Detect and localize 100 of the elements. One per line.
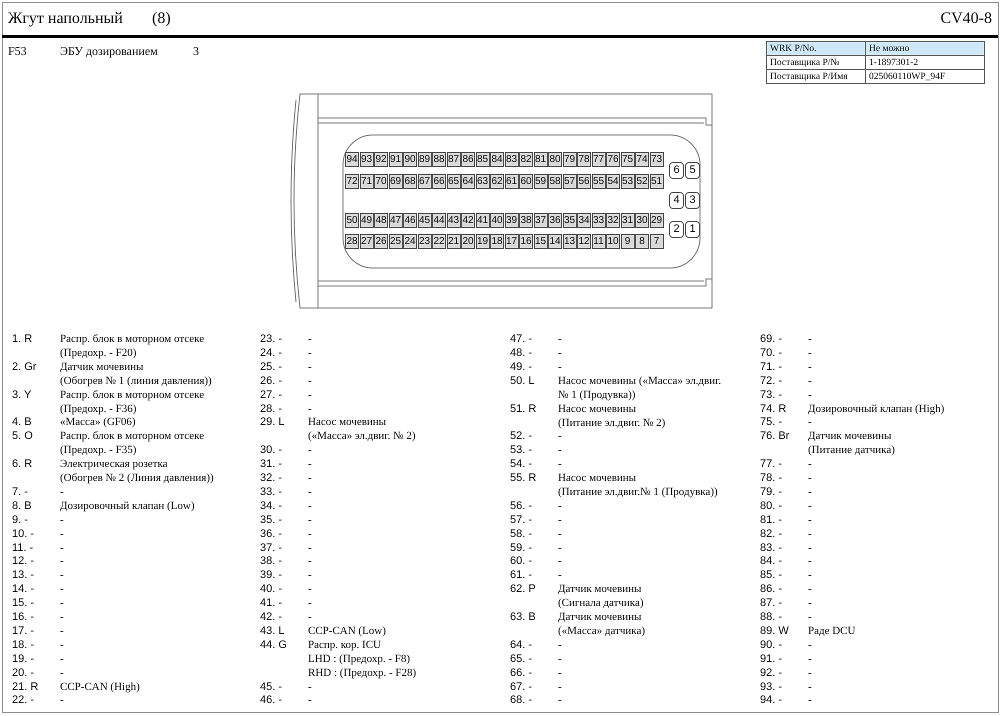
pin-description: RHD : (Предохр. - F28) (308, 666, 416, 680)
pin-number: 33. - (260, 484, 282, 499)
pin-description: - (308, 360, 312, 374)
pin-description: - (60, 693, 64, 708)
connector-pin: 75 (620, 152, 634, 167)
pin-number: 85. - (760, 568, 782, 582)
pin-number: 67. - (510, 680, 532, 694)
pin-description: - (808, 680, 812, 694)
pin-number: 30. - (260, 443, 282, 458)
pin-description: - (308, 554, 312, 568)
pin-number: 12. - (12, 554, 34, 568)
pin-number: 10. - (12, 526, 34, 541)
connector-pin: 24 (403, 234, 417, 249)
pin-description: - (558, 554, 562, 568)
pin-description: - (558, 680, 562, 694)
pin-number: 77. - (760, 457, 782, 472)
pin-description: - (308, 498, 312, 513)
pin-description: - (808, 540, 812, 554)
connector-pin: 72 (345, 174, 359, 189)
connector-pin: 29 (650, 213, 664, 228)
table-cell: 1-1897301-2 (866, 56, 984, 70)
table-cell: 025060110WP_94F (866, 70, 984, 84)
pin-number: 47. - (510, 332, 532, 346)
connector-pin: 69 (388, 174, 402, 189)
pin-number: 42. - (260, 610, 282, 624)
connector-pin: 27 (360, 234, 374, 249)
connector-pin: 91 (388, 152, 402, 167)
pin-number: 46. - (260, 693, 282, 708)
pin-number: 20. - (12, 666, 34, 680)
pin-description: - (808, 457, 812, 472)
connector-pin: 55 (592, 174, 606, 189)
pin-description: - (308, 596, 312, 610)
connector-pin: 58 (548, 174, 562, 189)
connector-pin: 93 (360, 152, 374, 167)
pin-description: - (808, 498, 812, 513)
pin-description: - (60, 624, 64, 638)
pin-number: 56. - (510, 498, 532, 513)
connector-pin: 28 (345, 234, 359, 249)
connector-pin: 68 (403, 174, 417, 189)
connector-pin: 31 (620, 213, 634, 228)
connector-pin: 90 (403, 152, 417, 167)
connector-pin: 88 (432, 152, 446, 167)
connector-pin: 63 (476, 174, 490, 189)
connector-pin: 54 (606, 174, 620, 189)
connector-pin: 78 (577, 152, 591, 167)
pin-number: 29. L (260, 415, 284, 430)
connector-pin: 60 (519, 174, 533, 189)
connector-pin: 39 (504, 213, 518, 228)
pin-number: 75. - (760, 415, 782, 430)
pin-number: 93. - (760, 680, 782, 694)
pin-number: 49. - (510, 360, 532, 374)
pin-number: 57. - (510, 512, 532, 527)
pin-description: - (808, 568, 812, 582)
pin-number: 64. - (510, 638, 532, 652)
pin-number: 15. - (12, 596, 34, 610)
pin-description: Распр. блок в моторном отсеке (Предохр. - F20) (60, 332, 204, 360)
pin-number: 84. - (760, 554, 782, 568)
pin-number: 11. - (12, 540, 34, 554)
pin-description: Датчик мочевины («Масса» датчика) (558, 610, 646, 638)
pin-description: - (808, 388, 812, 402)
connector-pin: 41 (476, 213, 490, 228)
pin-number: 2. Gr (12, 360, 36, 374)
connector-number: 3 (193, 44, 199, 59)
connector-pin: 33 (592, 213, 606, 228)
pin-description: Раде DCU (808, 624, 856, 638)
pin-number: 8. B (12, 498, 32, 513)
pin-number: 91. - (760, 652, 782, 666)
pin-number: 26. - (260, 374, 282, 388)
pin-description: CCP-CAN (Low) (308, 624, 386, 638)
pin-number: 40. - (260, 582, 282, 596)
pin-number: 45. - (260, 680, 282, 694)
pin-number: 1. R (12, 332, 32, 346)
pin-description: - (558, 652, 562, 666)
pin-number: 65. - (510, 652, 532, 666)
connector-pin: 76 (606, 152, 620, 167)
pin-description: - (558, 568, 562, 582)
pin-description: Дозировочный клапан (Low) (60, 498, 194, 513)
pin-description: - (308, 582, 312, 596)
pin-description: - (808, 512, 812, 527)
pin-number: 94. - (760, 693, 782, 708)
pin-description: - (558, 526, 562, 541)
pin-description: - (808, 526, 812, 541)
connector-code: F53 (8, 44, 27, 59)
connector-pin: 17 (504, 234, 518, 249)
pin-number: 81. - (760, 512, 782, 527)
pin-number: 63. B (510, 610, 536, 624)
pin-number: 78. - (760, 471, 782, 485)
pin-description: - (308, 402, 312, 416)
connector-pin: 59 (534, 174, 548, 189)
connector-pin: 80 (548, 152, 562, 167)
connector-pin: 92 (374, 152, 388, 167)
connector-pin: 9 (620, 234, 634, 249)
connector-pin: 13 (562, 234, 576, 249)
pin-description: - (60, 582, 64, 596)
pin-description: - (308, 346, 312, 360)
pin-description: - (808, 554, 812, 568)
pin-number: 58. - (510, 526, 532, 541)
pin-number: 71. - (760, 360, 782, 374)
pin-number: 69. - (760, 332, 782, 346)
connector-pin: 53 (620, 174, 634, 189)
